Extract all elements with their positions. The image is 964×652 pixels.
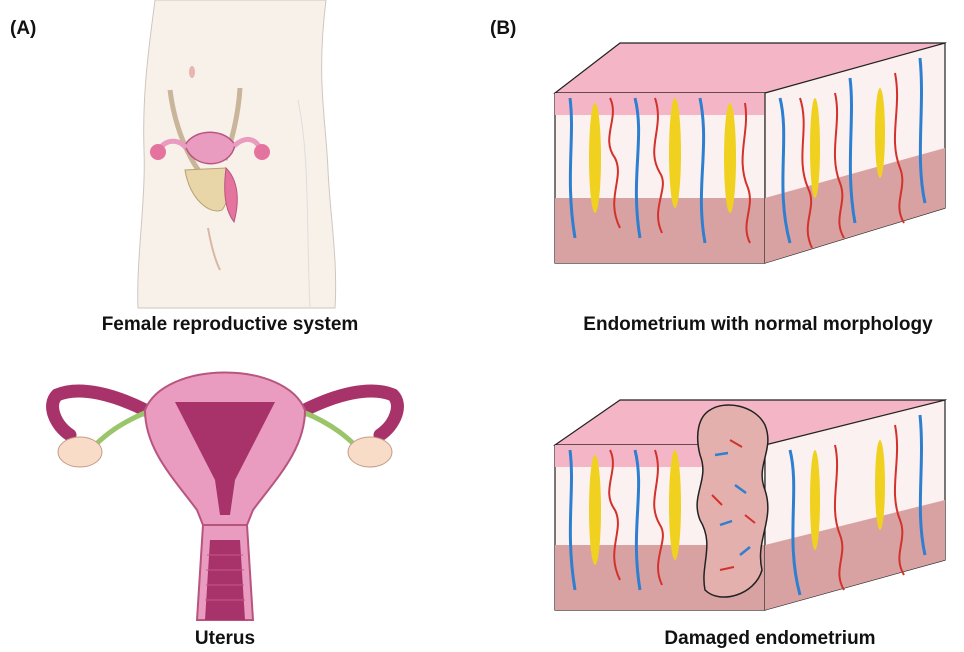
caption-normal-endometrium: Endometrium with normal morphology — [562, 314, 954, 336]
panel-b-label: (B) — [490, 18, 516, 40]
caption-female-reproductive-system: Female reproductive system — [60, 314, 400, 336]
normal-endometrium-illustration — [550, 38, 950, 278]
panel-a-label: (A) — [10, 18, 36, 40]
uterus-illustration — [35, 340, 415, 620]
damaged-endometrium-illustration — [550, 395, 950, 625]
caption-uterus: Uterus — [140, 628, 310, 650]
caption-damaged-endometrium: Damaged endometrium — [600, 628, 940, 650]
female-reproductive-system-illustration — [130, 0, 360, 310]
